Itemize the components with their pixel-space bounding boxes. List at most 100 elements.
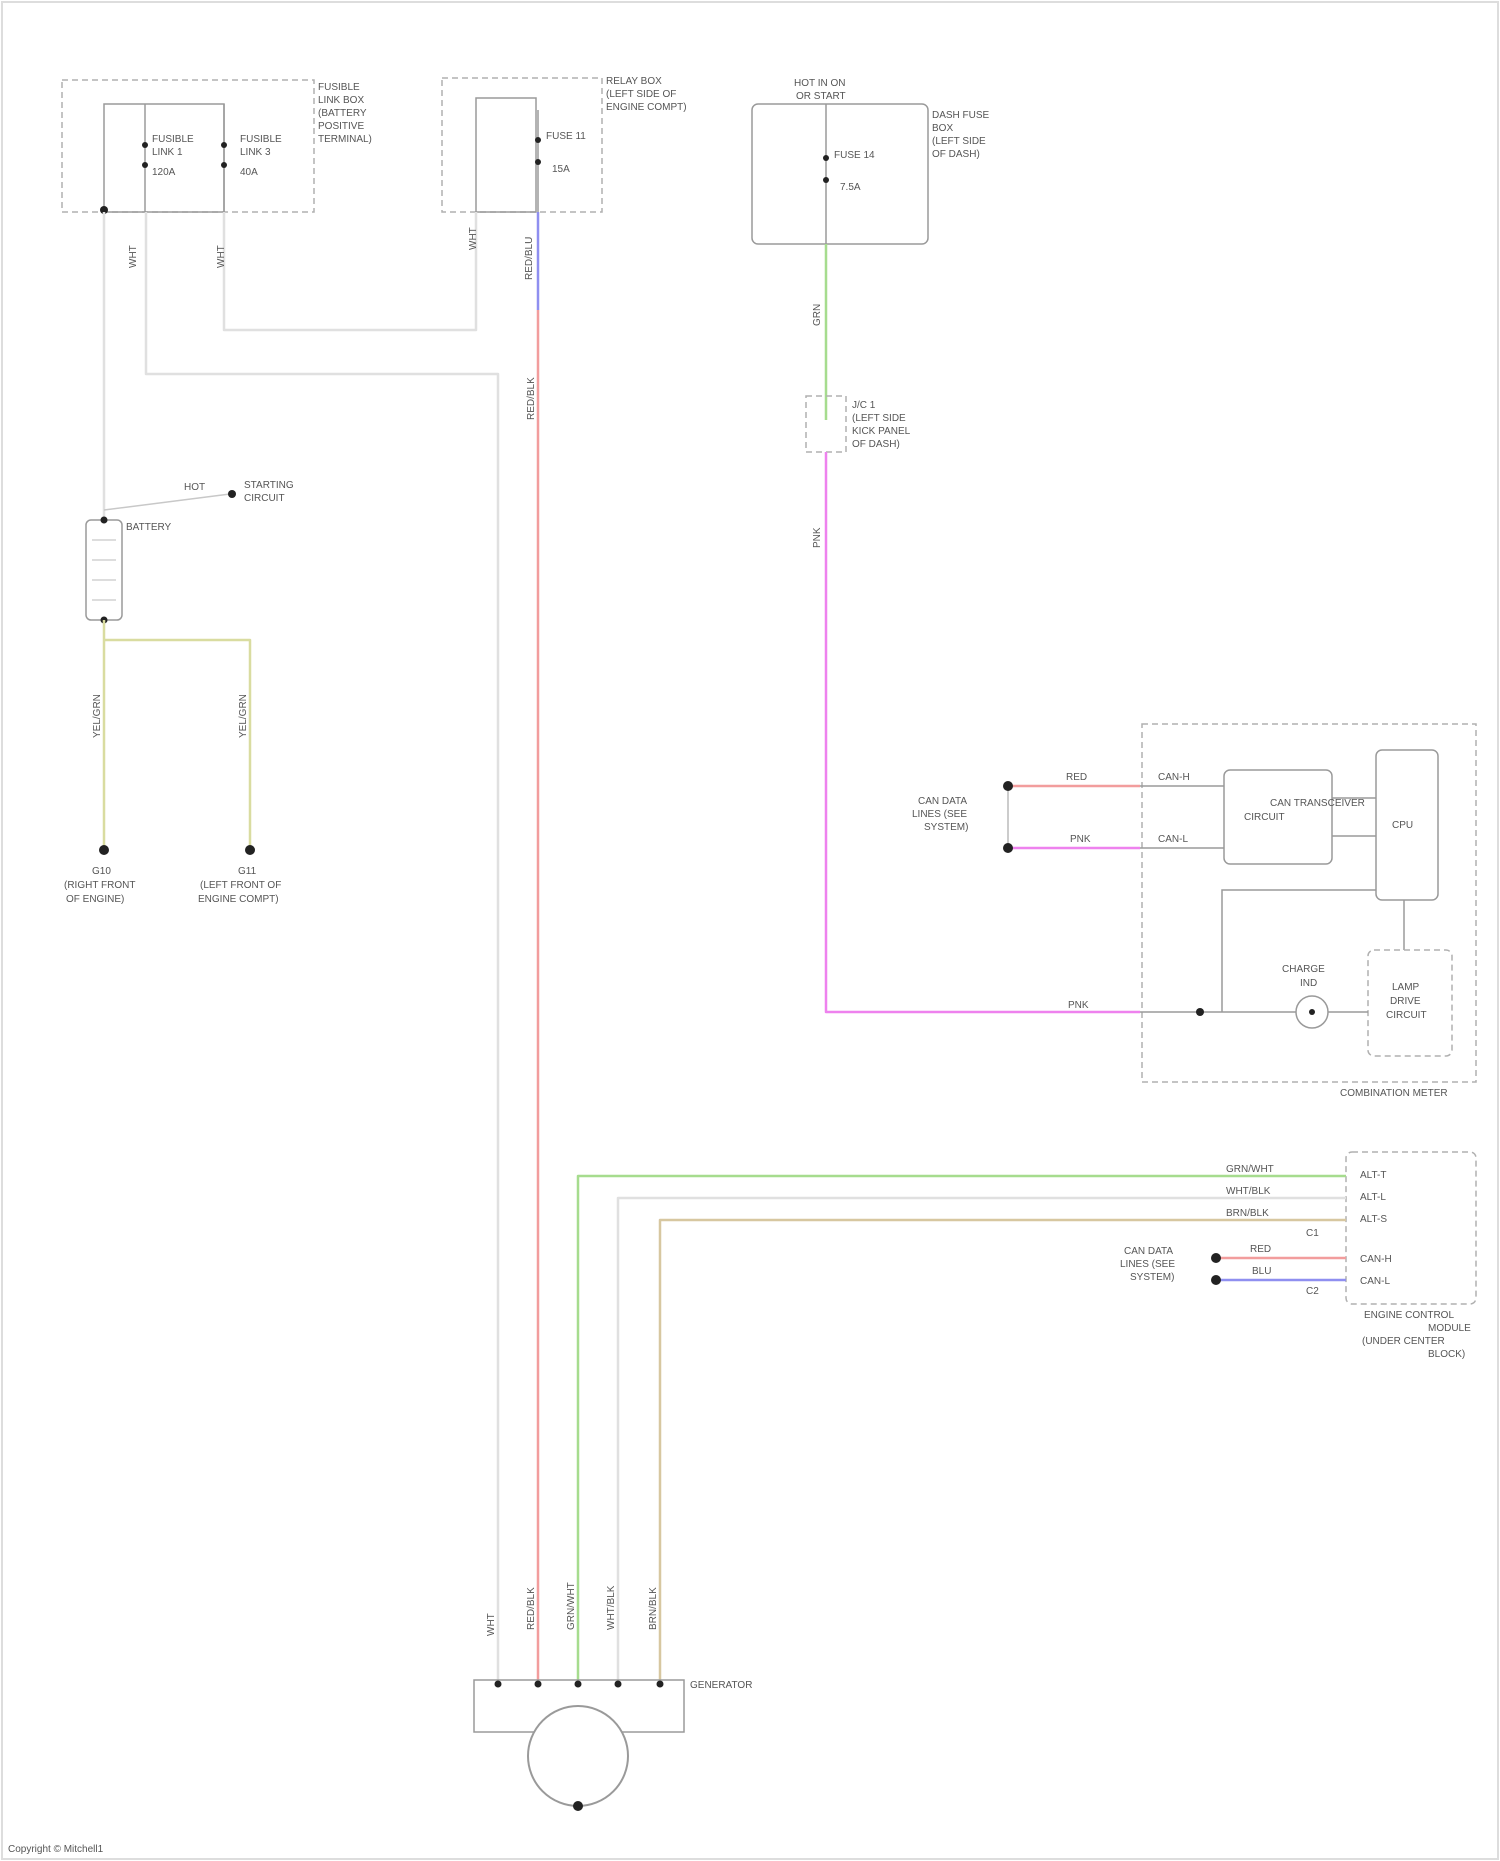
ground-g11 — [245, 845, 255, 855]
fusible-link-box: FUSIBLE LINK 1 120A FUSIBLE LINK 3 40A F… — [62, 80, 372, 214]
dash-fuse-title-4: OF DASH) — [932, 149, 980, 160]
ground-left-label-1: G10 — [92, 866, 111, 877]
meter-can-lines-2: LINES (SEE — [912, 809, 967, 820]
wire-label-wht-blk: WHT/BLK — [1226, 1186, 1271, 1197]
gen-wire-label-4: BRN/BLK — [648, 1587, 659, 1630]
dash-fuse-box-outline — [752, 104, 928, 244]
ground-left-label-3: OF ENGINE) — [66, 894, 124, 905]
wire-label-pnk-can: PNK — [1070, 834, 1091, 845]
wire-label-red-can: RED — [1066, 772, 1087, 783]
ground-g10 — [99, 845, 109, 855]
wire-label-wht-b: WHT — [216, 245, 227, 268]
charge-lamp-label-1: CHARGE — [1282, 964, 1325, 975]
gen-wire-label-3: WHT/BLK — [606, 1585, 617, 1630]
meter-can-lines-1: CAN DATA — [918, 796, 967, 807]
generator-body — [528, 1706, 628, 1806]
starting-circuit-label-1: STARTING — [244, 480, 294, 491]
fuse-b-label-2: LINK 3 — [240, 147, 271, 158]
ecm-pin-can-l: CAN-L — [1360, 1276, 1390, 1287]
fuse-b-label-3: 40A — [240, 167, 258, 178]
wire-label-red-blk: RED/BLK — [526, 377, 537, 420]
relay-fuse-label-2: 15A — [552, 164, 570, 175]
wire-wht-generator — [146, 212, 498, 1680]
dash-fuse-title-3: (LEFT SIDE — [932, 136, 986, 147]
wire-label-ecm-red: RED — [1250, 1244, 1271, 1255]
relay-box-title-3: ENGINE COMPT) — [606, 102, 687, 113]
ground-right-label-1: G11 — [238, 866, 257, 877]
jc-label-1: J/C 1 — [852, 400, 876, 411]
engine-control-module: ALT-T ALT-L ALT-S CAN-H CAN-L C1 C2 ENGI… — [1120, 1152, 1476, 1360]
wire-label-wht-a: WHT — [128, 245, 139, 268]
meter-can-lines-3: SYSTEM) — [924, 822, 968, 833]
fusible-box-title-3: (BATTERY — [318, 108, 367, 119]
ecm-pin-alt-t: ALT-T — [1360, 1170, 1386, 1181]
meter-transceiver-label: CAN TRANSCEIVER — [1270, 798, 1365, 809]
ecm-can-lines-2: LINES (SEE — [1120, 1259, 1175, 1270]
battery-hot-label: HOT — [184, 482, 205, 493]
fusible-box-title-4: POSITIVE — [318, 121, 364, 132]
lamp-drive-label-2: DRIVE — [1390, 996, 1421, 1007]
dash-fuse-label-1: FUSE 14 — [834, 150, 875, 161]
wire-grn-wht — [578, 1176, 1346, 1680]
joint-connector: J/C 1 (LEFT SIDE KICK PANEL OF DASH) — [806, 396, 911, 452]
ground-right-label-3: ENGINE COMPT) — [198, 894, 279, 905]
wire-pnk-meter — [826, 452, 1140, 1012]
combination-meter-name: COMBINATION METER — [1340, 1088, 1448, 1099]
ground-right-label-2: (LEFT FRONT OF — [200, 880, 281, 891]
ecm-connector-c1: C1 — [1306, 1228, 1319, 1239]
hot-in-on-label-1: HOT IN ON — [794, 78, 845, 89]
lamp-drive-label-1: LAMP — [1392, 982, 1420, 993]
dash-fuse-title-2: BOX — [932, 123, 953, 134]
dash-fuse-title-1: DASH FUSE — [932, 110, 990, 121]
relay-box-title-1: RELAY BOX — [606, 76, 662, 87]
meter-interface-label: CIRCUIT — [1244, 812, 1285, 823]
dash-fuse-label-2: 7.5A — [840, 182, 861, 193]
ecm-pin-alt-s: ALT-S — [1360, 1214, 1387, 1225]
relay-box-title-2: (LEFT SIDE OF — [606, 89, 676, 100]
wire-label-wht-d: WHT — [486, 1613, 497, 1636]
wire-label-grn: GRN — [812, 304, 823, 326]
fusible-link-frame — [104, 104, 224, 212]
charge-lamp-label-2: IND — [1300, 978, 1317, 989]
fusible-box-title-5: TERMINAL) — [318, 134, 372, 145]
ground-left-label-2: (RIGHT FRONT — [64, 880, 135, 891]
jc-label-2: (LEFT SIDE — [852, 413, 906, 424]
wire-brn-blk — [660, 1220, 1346, 1680]
gen-wire-label-1: RED/BLK — [526, 1587, 537, 1630]
meter-pin-can-l: CAN-L — [1158, 834, 1188, 845]
ecm-can-lines-3: SYSTEM) — [1130, 1272, 1174, 1283]
relay-box: FUSE 11 15A RELAY BOX (LEFT SIDE OF ENGI… — [442, 76, 687, 212]
wire-label-ecm-blu: BLU — [1252, 1266, 1271, 1277]
fusible-box-title-1: FUSIBLE — [318, 82, 360, 93]
watermark: Copyright © Mitchell1 — [8, 1844, 104, 1855]
ecm-name-2: MODULE — [1428, 1323, 1471, 1334]
fuse-a-label-3: 120A — [152, 167, 176, 178]
fusible-box-title-2: LINK BOX — [318, 95, 364, 106]
wire-label-yel-a: YEL/GRN — [92, 694, 103, 738]
battery-body — [86, 520, 122, 620]
wire-label-pnk: PNK — [812, 527, 823, 548]
gen-wire-label-2: GRN/WHT — [566, 1582, 577, 1630]
meter-cpu-label: CPU — [1392, 820, 1413, 831]
wire-label-yel-b: YEL/GRN — [238, 694, 249, 738]
ecm-name-4: BLOCK) — [1428, 1349, 1465, 1360]
wire-label-brn-blk: BRN/BLK — [1226, 1208, 1269, 1219]
starting-circuit-label-2: CIRCUIT — [244, 493, 285, 504]
relay-fuse-label-1: FUSE 11 — [546, 131, 586, 142]
wire-yel-ground-right — [104, 640, 250, 850]
battery: HOT STARTING CIRCUIT BATTERY — [86, 480, 294, 624]
hot-in-on-label-2: OR START — [796, 91, 846, 102]
relay-box-frame — [476, 98, 536, 212]
ecm-pin-alt-l: ALT-L — [1360, 1192, 1386, 1203]
fuse-a-label-2: LINK 1 — [152, 147, 183, 158]
ecm-connector-c2: C2 — [1306, 1286, 1319, 1297]
wire-label-wht-c: WHT — [468, 227, 479, 250]
lamp-drive-label-3: CIRCUIT — [1386, 1010, 1427, 1021]
wire-wht-relay — [224, 212, 476, 330]
meter-pin-can-h: CAN-H — [1158, 772, 1190, 783]
fuse-a-label-1: FUSIBLE — [152, 134, 194, 145]
ecm-pin-can-h: CAN-H — [1360, 1254, 1392, 1265]
wire-label-grn-wht: GRN/WHT — [1226, 1164, 1274, 1175]
